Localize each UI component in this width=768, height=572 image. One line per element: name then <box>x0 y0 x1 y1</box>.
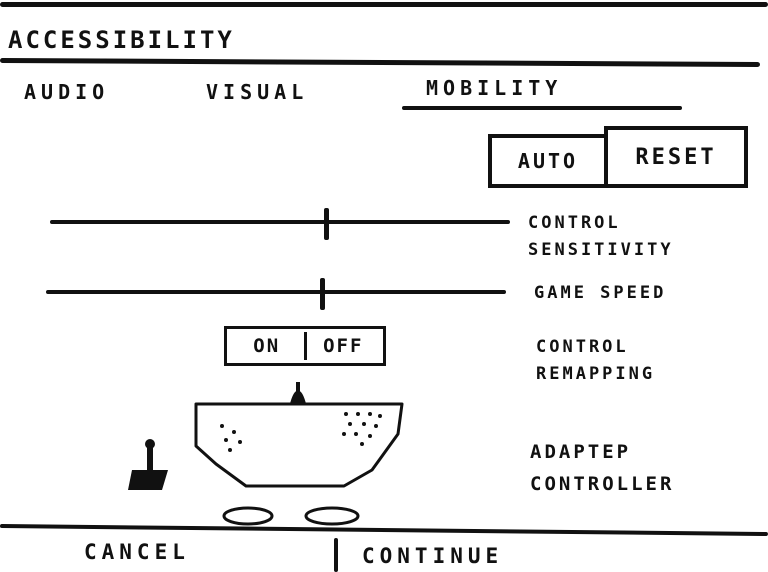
joystick-icon <box>128 439 168 490</box>
game-speed-slider[interactable] <box>46 278 506 310</box>
cancel-button[interactable]: CANCEL <box>84 540 190 564</box>
left-pedal-icon <box>222 506 274 526</box>
top-border <box>0 2 768 7</box>
control-sensitivity-label: CONTROL SENSITIVITY <box>528 210 674 264</box>
tab-mobility[interactable]: MOBILITY <box>426 76 563 100</box>
footer-button-separator <box>334 538 338 572</box>
slider-thumb[interactable] <box>324 208 329 240</box>
control-remapping-toggle[interactable]: ON OFF <box>224 326 386 366</box>
label-line: SENSITIVITY <box>528 240 674 260</box>
controller-body-icon <box>194 402 404 488</box>
slider-track <box>50 220 510 224</box>
remapping-off-option[interactable]: OFF <box>303 332 381 360</box>
control-remapping-label: CONTROL REMAPPING <box>536 334 655 388</box>
label-line: REMAPPING <box>536 364 656 384</box>
page-title: ACCESSIBILITY <box>8 26 235 54</box>
tab-visual[interactable]: VISUAL <box>206 80 309 104</box>
slider-thumb[interactable] <box>320 278 325 310</box>
reset-button[interactable]: RESET <box>604 126 748 188</box>
label-line: CONTROL <box>528 213 621 233</box>
label-line: CONTROL <box>536 337 629 357</box>
tab-audio[interactable]: AUDIO <box>24 80 110 104</box>
label-line: ADAPTEP <box>530 441 632 463</box>
adaptive-controller-label: ADAPTEP CONTROLLER <box>530 436 674 500</box>
tab-mobility-underline <box>402 106 682 110</box>
right-pedal-icon <box>304 506 360 526</box>
slider-track <box>46 290 506 294</box>
remapping-on-option[interactable]: ON <box>253 335 281 357</box>
auto-button[interactable]: AUTO <box>488 134 608 188</box>
controller-right-buttons-icon <box>342 412 382 446</box>
game-speed-label: GAME SPEED <box>534 283 667 303</box>
continue-button[interactable]: CONTINUE <box>362 544 504 568</box>
control-sensitivity-slider[interactable] <box>50 208 510 240</box>
label-line: CONTROLLER <box>530 473 675 495</box>
controller-left-buttons-icon <box>220 424 242 452</box>
